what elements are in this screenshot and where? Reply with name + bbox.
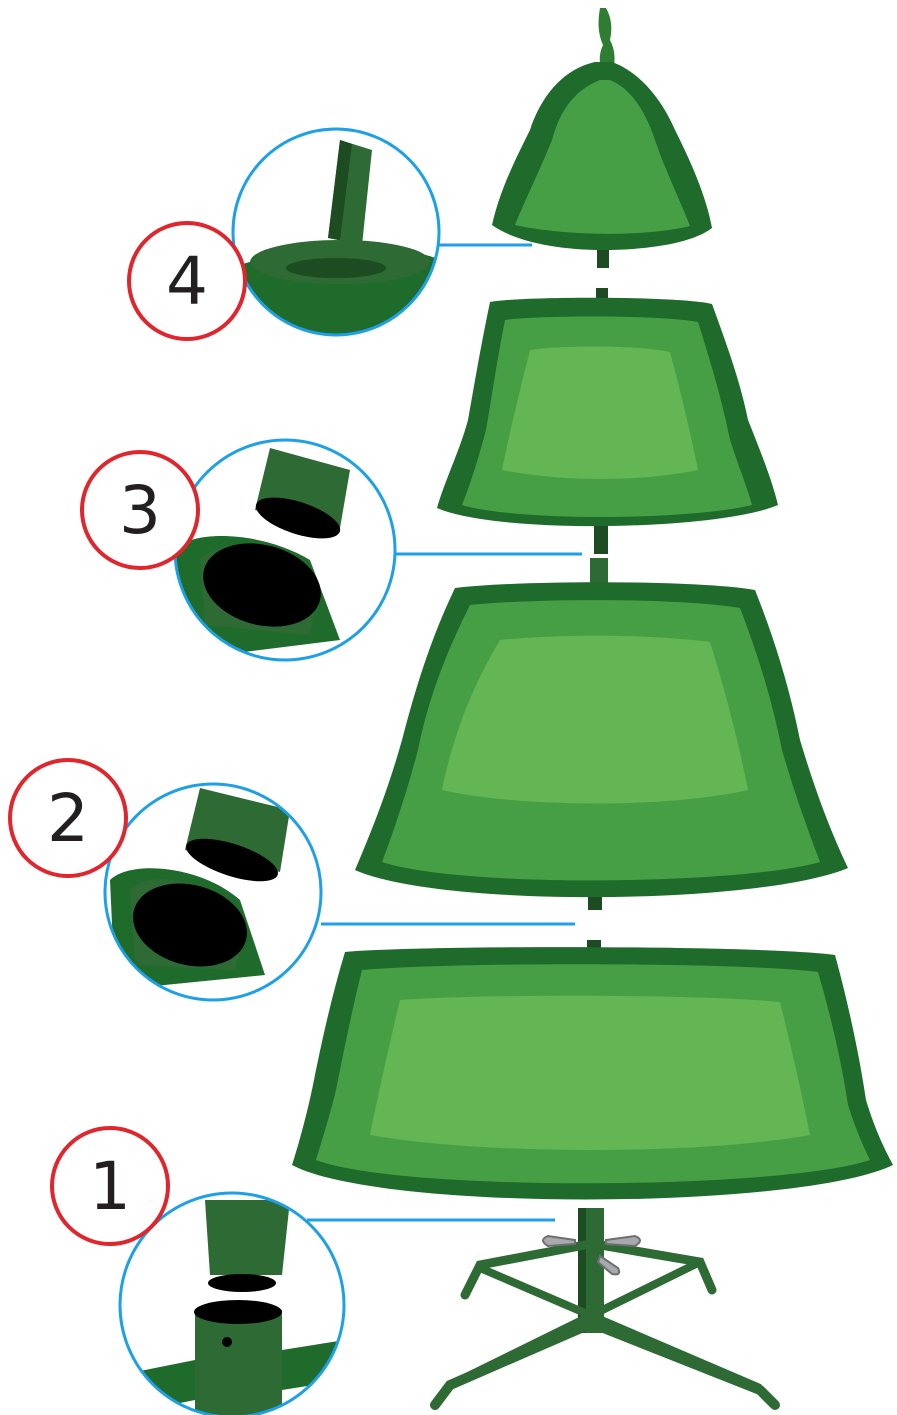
- second-foliage-light: [502, 346, 698, 479]
- step-number-1: 1: [89, 1148, 131, 1225]
- tree-section-third: [355, 558, 848, 910]
- stand-brace-2: [448, 1258, 702, 1389]
- stand-pole-shadow: [578, 1208, 586, 1333]
- bottom-foliage-light: [370, 995, 810, 1150]
- magnifier-circle-icon-3: [173, 438, 397, 662]
- step-number-4: 4: [166, 243, 208, 320]
- callout-lines: [307, 243, 582, 1222]
- step-number-3: 3: [119, 472, 161, 549]
- tree-section-second: [437, 288, 778, 554]
- step-badge-1: 1: [50, 1126, 170, 1246]
- magnifier-circle-icon-4: [231, 127, 441, 337]
- top-foliage-highlight: [515, 80, 690, 234]
- magnifier-circle-icon-2: [103, 782, 323, 1002]
- step-badge-2: 2: [8, 758, 128, 878]
- stand-leg-left-front: [430, 1320, 593, 1410]
- third-foliage-light: [442, 635, 748, 804]
- stand-brace-1: [478, 1264, 762, 1392]
- tree-section-top: [492, 8, 712, 268]
- stand-leg-right-front: [591, 1320, 780, 1410]
- step-badge-3: 3: [80, 450, 200, 570]
- tree-tip: [598, 8, 615, 75]
- second-pole-bottom: [594, 520, 608, 554]
- wing-screw-icon: [542, 1234, 641, 1276]
- step-number-2: 2: [47, 780, 89, 857]
- folding-stand-icon: [430, 1208, 780, 1410]
- step-badge-4: 4: [127, 221, 247, 341]
- tree-section-bottom: [292, 940, 893, 1200]
- stand-leg-left-back: [460, 1240, 590, 1300]
